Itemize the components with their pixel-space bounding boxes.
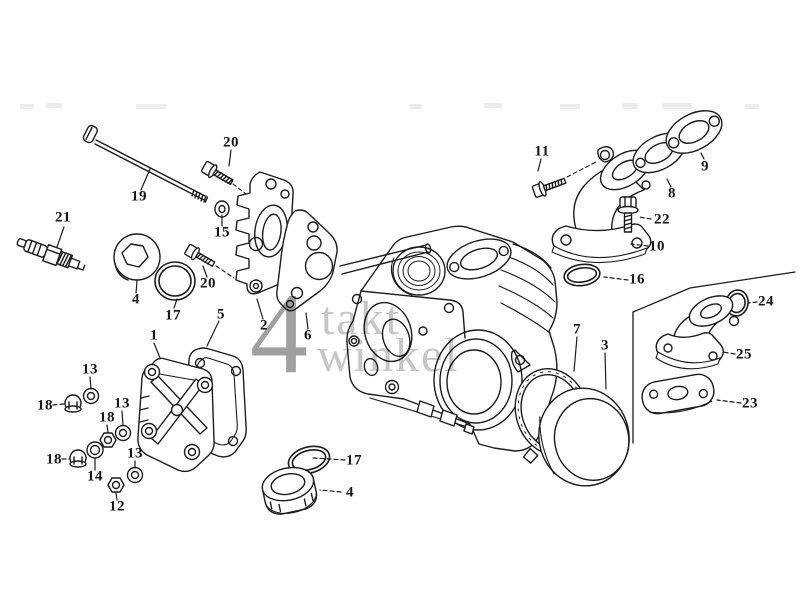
part-4-tappet-cover xyxy=(261,466,318,515)
part-16-oring xyxy=(563,263,601,287)
part-4-cam-end-cap xyxy=(113,233,161,281)
part-20-bolt-lower xyxy=(184,243,235,279)
part-20-bolt-upper xyxy=(200,160,252,199)
callout-20-bolt-upper: 20 xyxy=(223,134,239,151)
callout-7-cover-ring: 7 xyxy=(573,321,581,338)
callout-14-washer: 14 xyxy=(87,468,103,485)
cylinder-head xyxy=(346,225,558,452)
callout-19-stud-bolt: 19 xyxy=(131,188,147,205)
callout-1-head-cover: 1 xyxy=(150,327,158,344)
part-18-capnut-a xyxy=(64,394,82,413)
inset-border xyxy=(632,271,796,444)
callout-22-bolt: 22 xyxy=(654,211,670,228)
callout-8-gasket: 8 xyxy=(668,185,676,202)
part-6-gasket xyxy=(276,209,338,312)
callout-11-bolt: 11 xyxy=(534,143,550,160)
part-22-bolt xyxy=(617,196,639,233)
callout-12-nut: 12 xyxy=(109,498,125,515)
part-17-oring-lower xyxy=(287,445,331,475)
part-12-nut xyxy=(107,477,125,493)
callout-23-insulator-plate: 23 xyxy=(742,395,758,412)
part-18-nut-b xyxy=(99,432,117,448)
callout-10-manifold: 10 xyxy=(649,238,665,255)
callout-17-oring-upper: 17 xyxy=(165,307,181,324)
part-1-head-cover xyxy=(137,357,215,473)
part-13-washer-a xyxy=(82,387,100,405)
callout-15-washer: 15 xyxy=(214,224,230,241)
callout-2-cam-plate: 2 xyxy=(260,317,268,334)
part-21-spark-plug xyxy=(16,238,86,271)
callout-13-washer-a: 13 xyxy=(82,361,98,378)
callout-18-capnut-c: 18 xyxy=(46,451,62,468)
dowel-rod xyxy=(339,243,432,275)
callout-17-oring-lower: 17 xyxy=(346,452,362,469)
callout-3-side-cover: 3 xyxy=(601,337,609,354)
callout-24-oring: 24 xyxy=(758,293,774,310)
callout-25-manifold-small: 25 xyxy=(736,346,752,363)
part-3-side-cover xyxy=(538,387,630,487)
callout-4-tappet-cover: 4 xyxy=(346,484,354,501)
fastener-cluster xyxy=(64,387,144,493)
callout-18-capnut-a: 18 xyxy=(37,397,53,414)
part-11-bolt xyxy=(531,161,597,198)
part-19-stud-bolt xyxy=(82,124,209,203)
callout-6-gasket: 6 xyxy=(304,327,312,344)
callout-18-nut-b: 18 xyxy=(99,409,115,426)
callout-20-bolt-lower: 20 xyxy=(200,275,216,292)
callout-13-washer-b: 13 xyxy=(114,395,130,412)
part-23-insulator-plate xyxy=(641,373,715,415)
part-13-washer-c xyxy=(126,466,144,484)
callout-21-spark-plug: 21 xyxy=(55,209,71,226)
callout-5-cover-gasket: 5 xyxy=(217,306,225,323)
part-14-washer xyxy=(86,441,104,459)
callout-16-oring: 16 xyxy=(629,271,645,288)
part-25-manifold-small xyxy=(655,295,740,370)
callout-9-gasket: 9 xyxy=(701,158,709,175)
leader-lines xyxy=(52,149,758,501)
callout-13-washer-c: 13 xyxy=(127,445,143,462)
scan-artifacts xyxy=(20,103,759,109)
part-17-oring-upper xyxy=(154,261,196,301)
part-2-cam-plate xyxy=(235,171,294,295)
callout-4-cap-upper: 4 xyxy=(132,291,140,308)
part-18-capnut-c xyxy=(69,449,87,468)
part-9-gasket xyxy=(665,110,723,154)
part-13-washer-b xyxy=(114,424,132,442)
